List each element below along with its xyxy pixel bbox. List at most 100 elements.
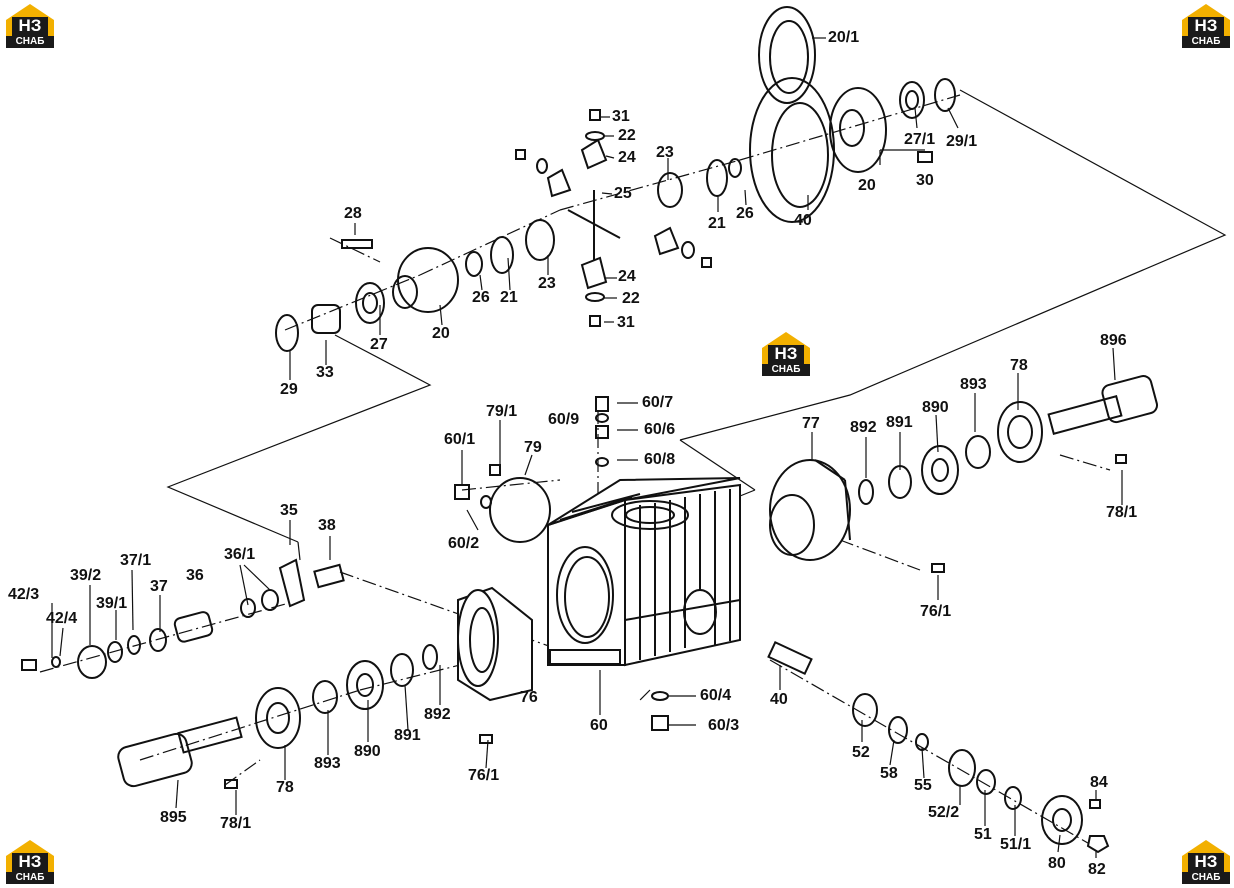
part-label: 20/1 bbox=[828, 29, 860, 46]
part-label: 23 bbox=[656, 144, 674, 161]
part-label: 55 bbox=[914, 777, 932, 794]
part-label: 58 bbox=[880, 765, 898, 782]
part-label: 78/1 bbox=[1106, 504, 1138, 521]
part-label: 35 bbox=[280, 502, 298, 519]
part-label: 40 bbox=[770, 691, 788, 708]
part-label: 39/1 bbox=[96, 595, 128, 612]
part-label: 893 bbox=[314, 755, 341, 772]
part-label: 51 bbox=[974, 826, 992, 843]
part-label: 60/4 bbox=[700, 687, 732, 704]
part-label: 21 bbox=[708, 215, 726, 232]
part-label: 20 bbox=[858, 177, 876, 194]
part-label: 24 bbox=[618, 149, 636, 166]
leader-lines bbox=[51, 37, 1123, 858]
part-label: 21 bbox=[500, 289, 518, 306]
part-label: 84 bbox=[1090, 774, 1108, 791]
brand-mark: НЗ bbox=[18, 852, 42, 871]
part-label: 51/1 bbox=[1000, 836, 1032, 853]
part-label: 33 bbox=[316, 364, 334, 381]
brand-logo-bottom-right: НЗ СНАБ bbox=[1180, 838, 1232, 886]
part-label: 26 bbox=[736, 205, 754, 222]
part-label: 38 bbox=[318, 517, 336, 534]
part-label: 890 bbox=[922, 399, 949, 416]
pinion-shaft-parts bbox=[767, 640, 1110, 854]
part-label: 60/7 bbox=[642, 394, 674, 411]
brand-mark: НЗ bbox=[1194, 852, 1218, 871]
part-label: 36/1 bbox=[224, 546, 256, 563]
brand-word: СНАБ bbox=[762, 364, 810, 376]
part-label: 27/1 bbox=[904, 131, 936, 148]
brand-mark: НЗ bbox=[18, 16, 42, 35]
part-label: 82 bbox=[1088, 861, 1106, 878]
part-label: 29 bbox=[280, 381, 298, 398]
house-icon bbox=[1182, 4, 1230, 36]
part-label: 60/9 bbox=[548, 411, 580, 428]
brand-word: СНАБ bbox=[6, 872, 54, 884]
part-label: 79 bbox=[524, 439, 542, 456]
part-label: 76/1 bbox=[920, 603, 952, 620]
part-label: 60/1 bbox=[444, 431, 476, 448]
part-label: 23 bbox=[538, 275, 556, 292]
part-label: 78 bbox=[1010, 357, 1028, 374]
part-label: 20 bbox=[432, 325, 450, 342]
grouping-lines bbox=[166, 89, 1227, 561]
part-label: 36 bbox=[186, 567, 204, 584]
centre-lines bbox=[39, 94, 1111, 851]
house-icon bbox=[6, 4, 54, 36]
brand-mark: НЗ bbox=[774, 344, 798, 363]
part-label: 37 bbox=[150, 578, 168, 595]
brand-word: СНАБ bbox=[1182, 872, 1230, 884]
right-shaft-parts bbox=[858, 375, 1159, 573]
part-label: 60/3 bbox=[708, 717, 740, 734]
part-label: 78/1 bbox=[220, 815, 252, 832]
part-label: 76 bbox=[520, 689, 538, 706]
part-label: 42/3 bbox=[8, 586, 40, 603]
cover-plate-parts bbox=[454, 396, 669, 731]
brand-logo-top-left: НЗ СНАБ bbox=[4, 2, 56, 50]
part-label: 29/1 bbox=[946, 133, 978, 150]
part-label: 895 bbox=[160, 809, 187, 826]
part-label: 60/8 bbox=[644, 451, 676, 468]
part-label: 28 bbox=[344, 205, 362, 222]
left-shaft-parts bbox=[117, 644, 493, 789]
brand-word: СНАБ bbox=[6, 36, 54, 48]
part-label: 893 bbox=[960, 376, 987, 393]
brand-logo-bottom-left: НЗ СНАБ bbox=[4, 838, 56, 886]
part-label: 890 bbox=[354, 743, 381, 760]
part-label: 24 bbox=[618, 268, 636, 285]
part-label: 60/6 bbox=[644, 421, 676, 438]
part-label: 892 bbox=[424, 706, 451, 723]
brand-word: СНАБ bbox=[1182, 36, 1230, 48]
part-label: 77 bbox=[802, 415, 820, 432]
main-housing bbox=[547, 477, 741, 667]
house-icon bbox=[1182, 840, 1230, 872]
part-label: 31 bbox=[612, 108, 630, 125]
brand-logo-center: НЗ СНАБ bbox=[760, 330, 812, 378]
part-label: 42/4 bbox=[46, 610, 78, 627]
house-icon bbox=[762, 332, 810, 364]
part-label: 31 bbox=[617, 314, 635, 331]
part-label: 80 bbox=[1048, 855, 1066, 872]
part-label: 22 bbox=[618, 127, 636, 144]
part-label: 78 bbox=[276, 779, 294, 796]
brand-mark: НЗ bbox=[1194, 16, 1218, 35]
part-label: 37/1 bbox=[120, 552, 152, 569]
part-label: 52/2 bbox=[928, 804, 960, 821]
part-label: 26 bbox=[472, 289, 490, 306]
part-label: 40 bbox=[794, 212, 812, 229]
part-label: 30 bbox=[916, 172, 934, 189]
part-label: 896 bbox=[1100, 332, 1127, 349]
differential-parts bbox=[275, 6, 956, 352]
part-label: 76/1 bbox=[468, 767, 500, 784]
part-label: 25 bbox=[614, 185, 632, 202]
bell-cover-77 bbox=[769, 459, 851, 561]
part-label: 22 bbox=[622, 290, 640, 307]
part-label: 79/1 bbox=[486, 403, 518, 420]
selector-parts bbox=[21, 558, 345, 679]
part-label: 891 bbox=[394, 727, 421, 744]
house-icon bbox=[6, 840, 54, 872]
part-label: 892 bbox=[850, 419, 877, 436]
part-label: 60/2 bbox=[448, 535, 480, 552]
